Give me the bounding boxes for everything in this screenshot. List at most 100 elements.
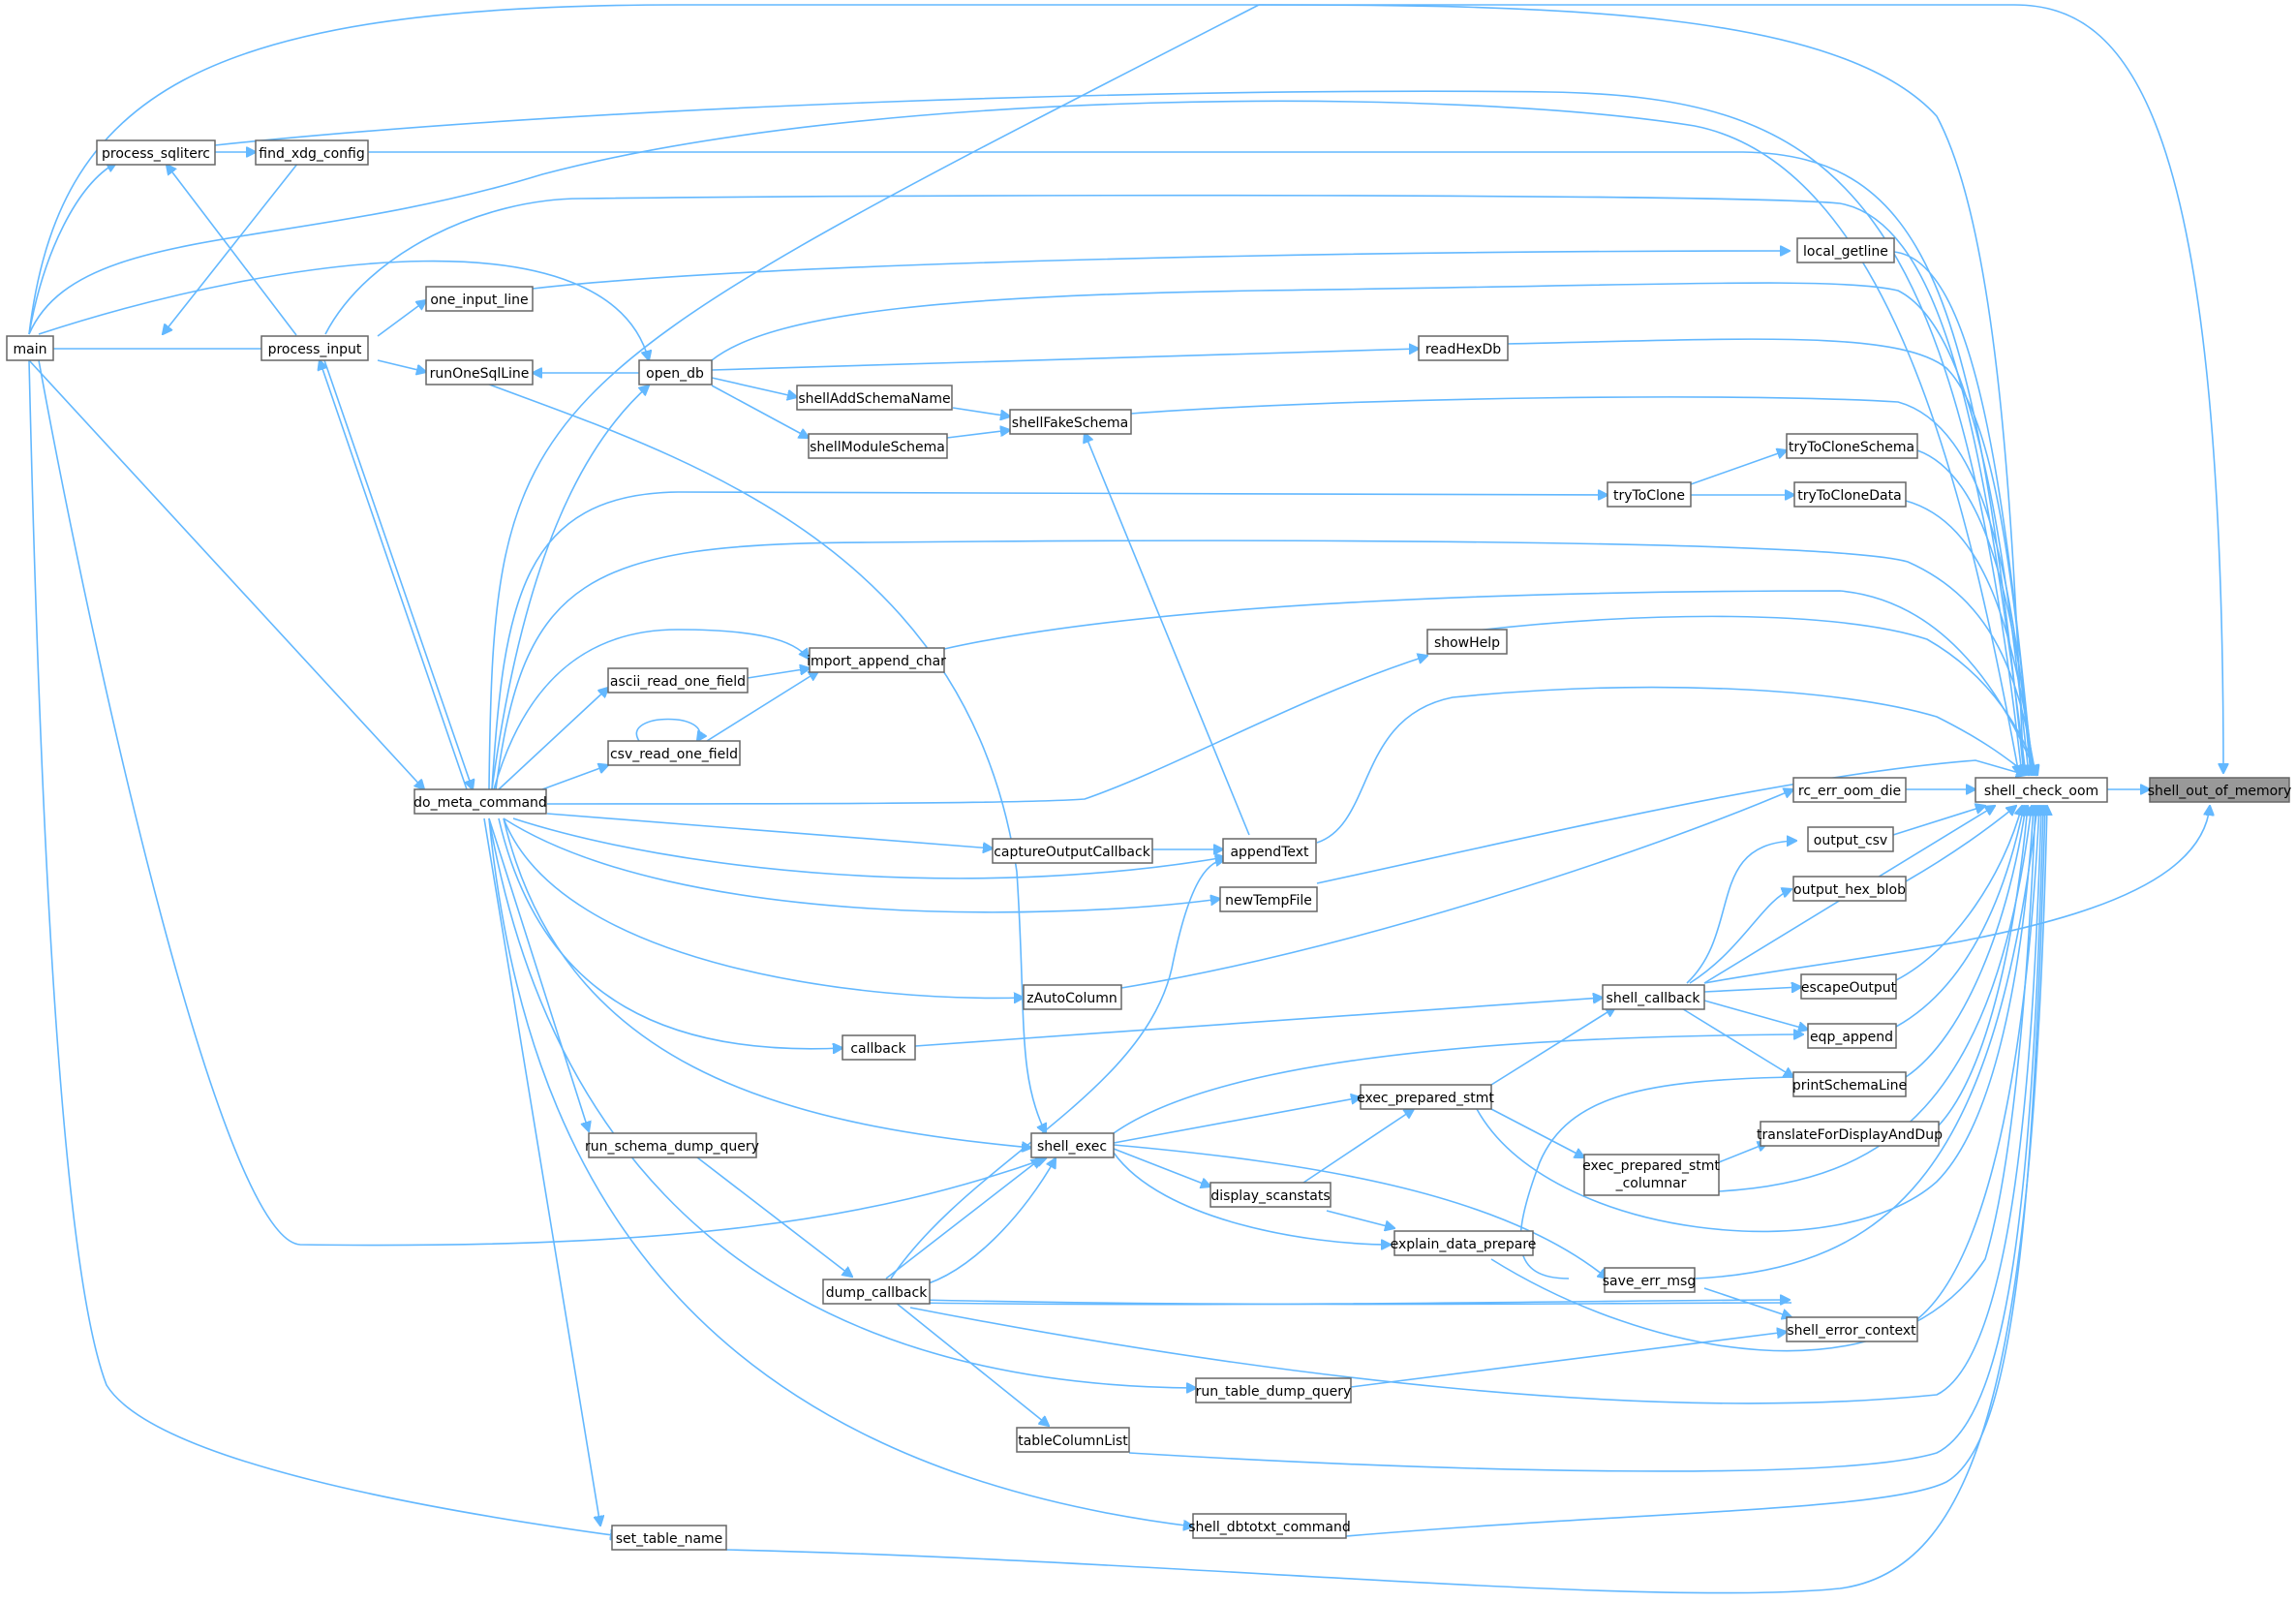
node-run_schema_dump_query[interactable]: run_schema_dump_query (585, 1132, 759, 1158)
node-zAutoColumn[interactable]: zAutoColumn (1023, 984, 1122, 1010)
node-shell_check_oom[interactable]: shell_check_oom (1975, 777, 2108, 803)
svg-text:do_meta_command: do_meta_command (413, 795, 547, 811)
node-display_scanstats[interactable]: display_scanstats (1209, 1182, 1332, 1208)
node-exec_prepared_stmt_columnar[interactable]: exec_prepared_stmt _columnar (1582, 1154, 1720, 1196)
node-showHelp[interactable]: showHelp (1426, 629, 1508, 655)
node-main[interactable]: main (6, 335, 54, 361)
node-shellFakeSchema[interactable]: shellFakeSchema (1009, 409, 1132, 435)
node-shellModuleSchema[interactable]: shellModuleSchema (808, 433, 948, 459)
edge (952, 407, 1010, 416)
edge (1703, 806, 2210, 984)
edge (1113, 1148, 1210, 1187)
edge (1113, 1144, 1607, 1279)
edge (167, 165, 297, 336)
edge (546, 813, 993, 848)
node-rc_err_oom_die[interactable]: rc_err_oom_die (1792, 777, 1907, 803)
node-output_csv[interactable]: output_csv (1807, 826, 1894, 852)
node-translateForDisplayAndDup[interactable]: translateForDisplayAndDup (1757, 1121, 1943, 1147)
svg-text:ascii_read_one_field: ascii_read_one_field (610, 674, 746, 690)
node-runOneSqlLine[interactable]: runOneSqlLine (425, 359, 534, 385)
node-shell_out_of_memory[interactable]: shell_out_of_memory (2148, 777, 2291, 803)
node-newTempFile[interactable]: newTempFile (1219, 886, 1318, 912)
svg-text:shellModuleSchema: shellModuleSchema (810, 440, 945, 455)
node-dump_callback[interactable]: dump_callback (822, 1279, 931, 1305)
node-shell_error_context[interactable]: shell_error_context (1786, 1316, 1918, 1342)
svg-text:shell_out_of_memory: shell_out_of_memory (2148, 784, 2291, 799)
edge (1466, 615, 2037, 775)
edge (1694, 806, 2037, 1279)
node-tryToCloneSchema[interactable]: tryToCloneSchema (1786, 433, 1918, 459)
svg-text:shell_dbtotxt_command: shell_dbtotxt_command (1188, 1520, 1351, 1535)
node-do_meta_command[interactable]: do_meta_command (413, 788, 547, 815)
edge (1718, 806, 2032, 1192)
node-tryToCloneData[interactable]: tryToCloneData (1793, 481, 1907, 508)
node-run_table_dump_query[interactable]: run_table_dump_query (1195, 1377, 1352, 1403)
edge (214, 90, 2022, 775)
edge (488, 817, 589, 1131)
node-explain_data_prepare[interactable]: explain_data_prepare (1391, 1230, 1537, 1256)
svg-text:csv_read_one_field: csv_read_one_field (610, 747, 738, 762)
edge (488, 4, 1260, 790)
edge (1938, 806, 2028, 1126)
svg-text:eqp_append: eqp_append (1810, 1030, 1893, 1045)
node-process_sqliterc[interactable]: process_sqliterc (96, 139, 216, 166)
edge (532, 251, 1790, 290)
node-save_err_msg[interactable]: save_err_msg (1603, 1267, 1696, 1293)
svg-text:escapeOutput: escapeOutput (1801, 980, 1897, 996)
edge (1350, 1332, 1787, 1388)
node-shell_callback[interactable]: shell_callback (1602, 984, 1705, 1010)
node-shellAddSchemaName[interactable]: shellAddSchemaName (796, 385, 953, 411)
edge (1689, 889, 1791, 984)
node-readHexDb[interactable]: readHexDb (1418, 335, 1509, 361)
node-one_input_line[interactable]: one_input_line (425, 286, 534, 312)
edge (503, 817, 1031, 1148)
node-set_table_name[interactable]: set_table_name (611, 1525, 727, 1551)
edge (377, 300, 426, 337)
edge (711, 385, 809, 438)
node-find_xdg_config[interactable]: find_xdg_config (255, 139, 369, 166)
edge (885, 1158, 1041, 1279)
edge (711, 349, 1419, 371)
svg-text:tryToClone: tryToClone (1613, 488, 1685, 504)
node-open_db[interactable]: open_db (638, 359, 713, 385)
svg-text:zAutoColumn: zAutoColumn (1026, 991, 1117, 1006)
edge (512, 817, 1225, 879)
edge (706, 671, 818, 742)
edge (498, 688, 608, 790)
edge (541, 765, 608, 790)
svg-text:local_getline: local_getline (1803, 244, 1888, 260)
node-shell_exec[interactable]: shell_exec (1030, 1132, 1115, 1158)
edge (488, 817, 1196, 1388)
edge (1893, 251, 2033, 775)
node-captureOutputCallback[interactable]: captureOutputCallback (992, 838, 1153, 864)
edge (1128, 806, 2043, 1472)
edge (493, 629, 809, 790)
node-tableColumnList[interactable]: tableColumnList (1016, 1427, 1130, 1453)
node-import_append_char[interactable]: import_append_char (807, 647, 946, 673)
node-csv_read_one_field[interactable]: csv_read_one_field (607, 740, 741, 766)
node-callback[interactable]: callback (842, 1034, 916, 1061)
edge (1490, 1108, 1584, 1157)
svg-text:dump_callback: dump_callback (826, 1285, 929, 1301)
edge (1718, 1143, 1767, 1163)
edge (1679, 1006, 1793, 1077)
edge (919, 1299, 1792, 1306)
edge (28, 4, 2223, 773)
node-shell_dbtotxt_command[interactable]: shell_dbtotxt_command (1188, 1513, 1351, 1539)
node-printSchemaLine[interactable]: printSchemaLine (1792, 1071, 1907, 1097)
node-appendText[interactable]: appendText (1222, 838, 1317, 864)
node-process_input[interactable]: process_input (260, 335, 369, 361)
node-tryToClone[interactable]: tryToClone (1607, 481, 1692, 508)
node-ascii_read_one_field[interactable]: ascii_read_one_field (607, 667, 749, 694)
node-output_hex_blob[interactable]: output_hex_blob (1792, 876, 1907, 902)
edge (1490, 1007, 1615, 1086)
svg-text:rc_err_oom_die: rc_err_oom_die (1798, 784, 1901, 799)
svg-text:shell_error_context: shell_error_context (1787, 1323, 1916, 1339)
edge (909, 806, 2041, 1404)
svg-text:shell_exec: shell_exec (1037, 1139, 1107, 1155)
svg-text:output_csv: output_csv (1814, 833, 1887, 848)
node-exec_prepared_stmt[interactable]: exec_prepared_stmt (1357, 1084, 1494, 1110)
node-escapeOutput[interactable]: escapeOutput (1800, 973, 1897, 1000)
node-eqp_append[interactable]: eqp_append (1807, 1023, 1897, 1049)
node-local_getline[interactable]: local_getline (1796, 237, 1895, 263)
